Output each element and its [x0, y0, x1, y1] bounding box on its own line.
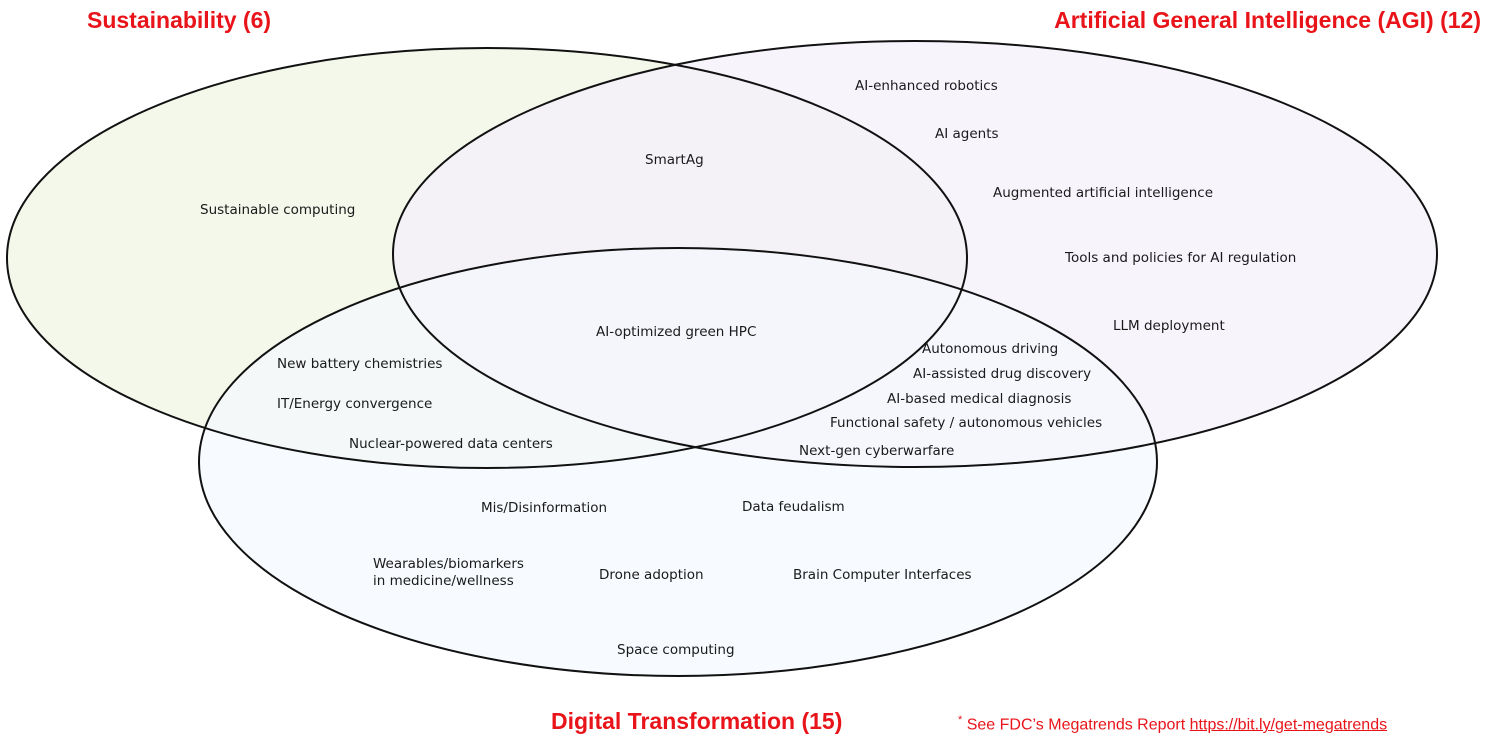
digital-circle	[198, 247, 1158, 677]
item-space: Space computing	[617, 642, 735, 658]
item-wearables-line2: in medicine/wellness	[373, 573, 514, 589]
agi-circle	[392, 40, 1438, 468]
item-augmented-ai: Augmented artificial intelligence	[993, 185, 1213, 201]
item-smartag: SmartAg	[645, 152, 704, 168]
item-wearables-line1: Wearables/biomarkers	[373, 556, 524, 572]
item-ai-enhanced-robotics: AI-enhanced robotics	[855, 78, 998, 94]
item-functional-safety: Functional safety / autonomous vehicles	[830, 415, 1102, 431]
item-autonomous-driving: Autonomous driving	[922, 341, 1058, 357]
item-ai-regulation: Tools and policies for AI regulation	[1064, 250, 1296, 266]
footnote-marker: *	[958, 714, 963, 726]
item-bci: Brain Computer Interfaces	[793, 567, 972, 583]
item-misinformation: Mis/Disinformation	[481, 500, 607, 516]
sustainability-circle	[6, 47, 968, 469]
item-data-feudalism: Data feudalism	[742, 499, 845, 515]
megatrends-link[interactable]: https://bit.ly/get-megatrends	[1189, 716, 1388, 734]
item-cyberwarfare: Next-gen cyberwarfare	[799, 443, 954, 459]
sustainability-title: Sustainability (6)	[87, 7, 271, 33]
digital-circle-fill	[199, 248, 1157, 676]
footnote: * See FDC’s Megatrends Report https://bi…	[958, 714, 1387, 734]
item-nuclear: Nuclear-powered data centers	[349, 436, 553, 452]
item-medical-diagnosis: AI-based medical diagnosis	[887, 391, 1071, 407]
item-sustainable-computing: Sustainable computing	[200, 202, 355, 218]
digital-title: Digital Transformation (15)	[551, 708, 842, 734]
footnote-text: See FDC’s Megatrends Report	[966, 716, 1186, 734]
item-battery: New battery chemistries	[277, 356, 442, 372]
item-ai-agents: AI agents	[935, 126, 999, 142]
agi-title: Artificial General Intelligence (AGI) (1…	[1054, 7, 1481, 33]
item-drug-discovery: AI-assisted drug discovery	[913, 366, 1091, 382]
item-llm-deployment: LLM deployment	[1113, 318, 1225, 334]
item-it-energy: IT/Energy convergence	[277, 396, 432, 412]
item-drone: Drone adoption	[599, 567, 704, 583]
item-ai-green-hpc: AI-optimized green HPC	[596, 324, 756, 340]
